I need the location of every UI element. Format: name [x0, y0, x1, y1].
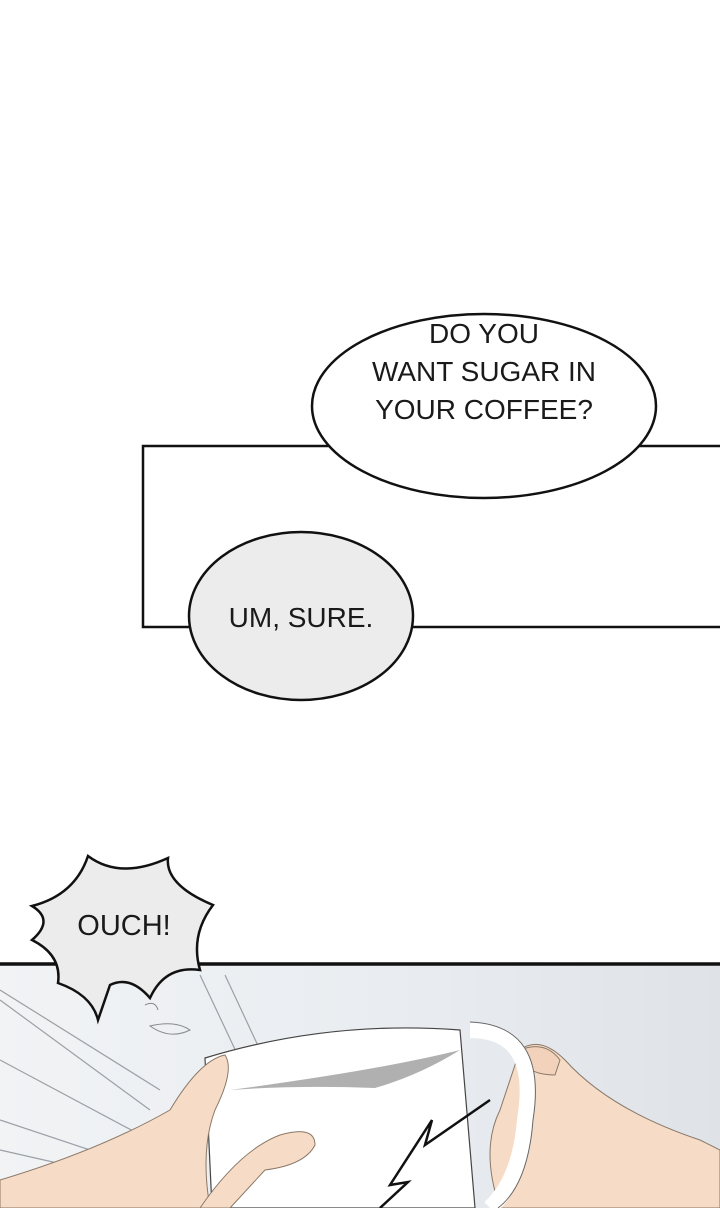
- shout-bubble-ouch: OUCH!: [28, 853, 215, 1025]
- bubble-line-1: DO YOU: [429, 318, 539, 349]
- coffee-mug-panel: [0, 962, 720, 1208]
- bubble-line-2: WANT SUGAR IN: [372, 356, 596, 387]
- bubble-line-3: YOUR COFFEE?: [375, 394, 593, 425]
- speech-bubble-reply: UM, SURE.: [187, 530, 415, 702]
- ouch-text: OUCH!: [77, 910, 170, 942]
- reply-text: UM, SURE.: [229, 602, 374, 633]
- speech-bubble-sugar: DO YOU WANT SUGAR IN YOUR COFFEE?: [310, 312, 658, 500]
